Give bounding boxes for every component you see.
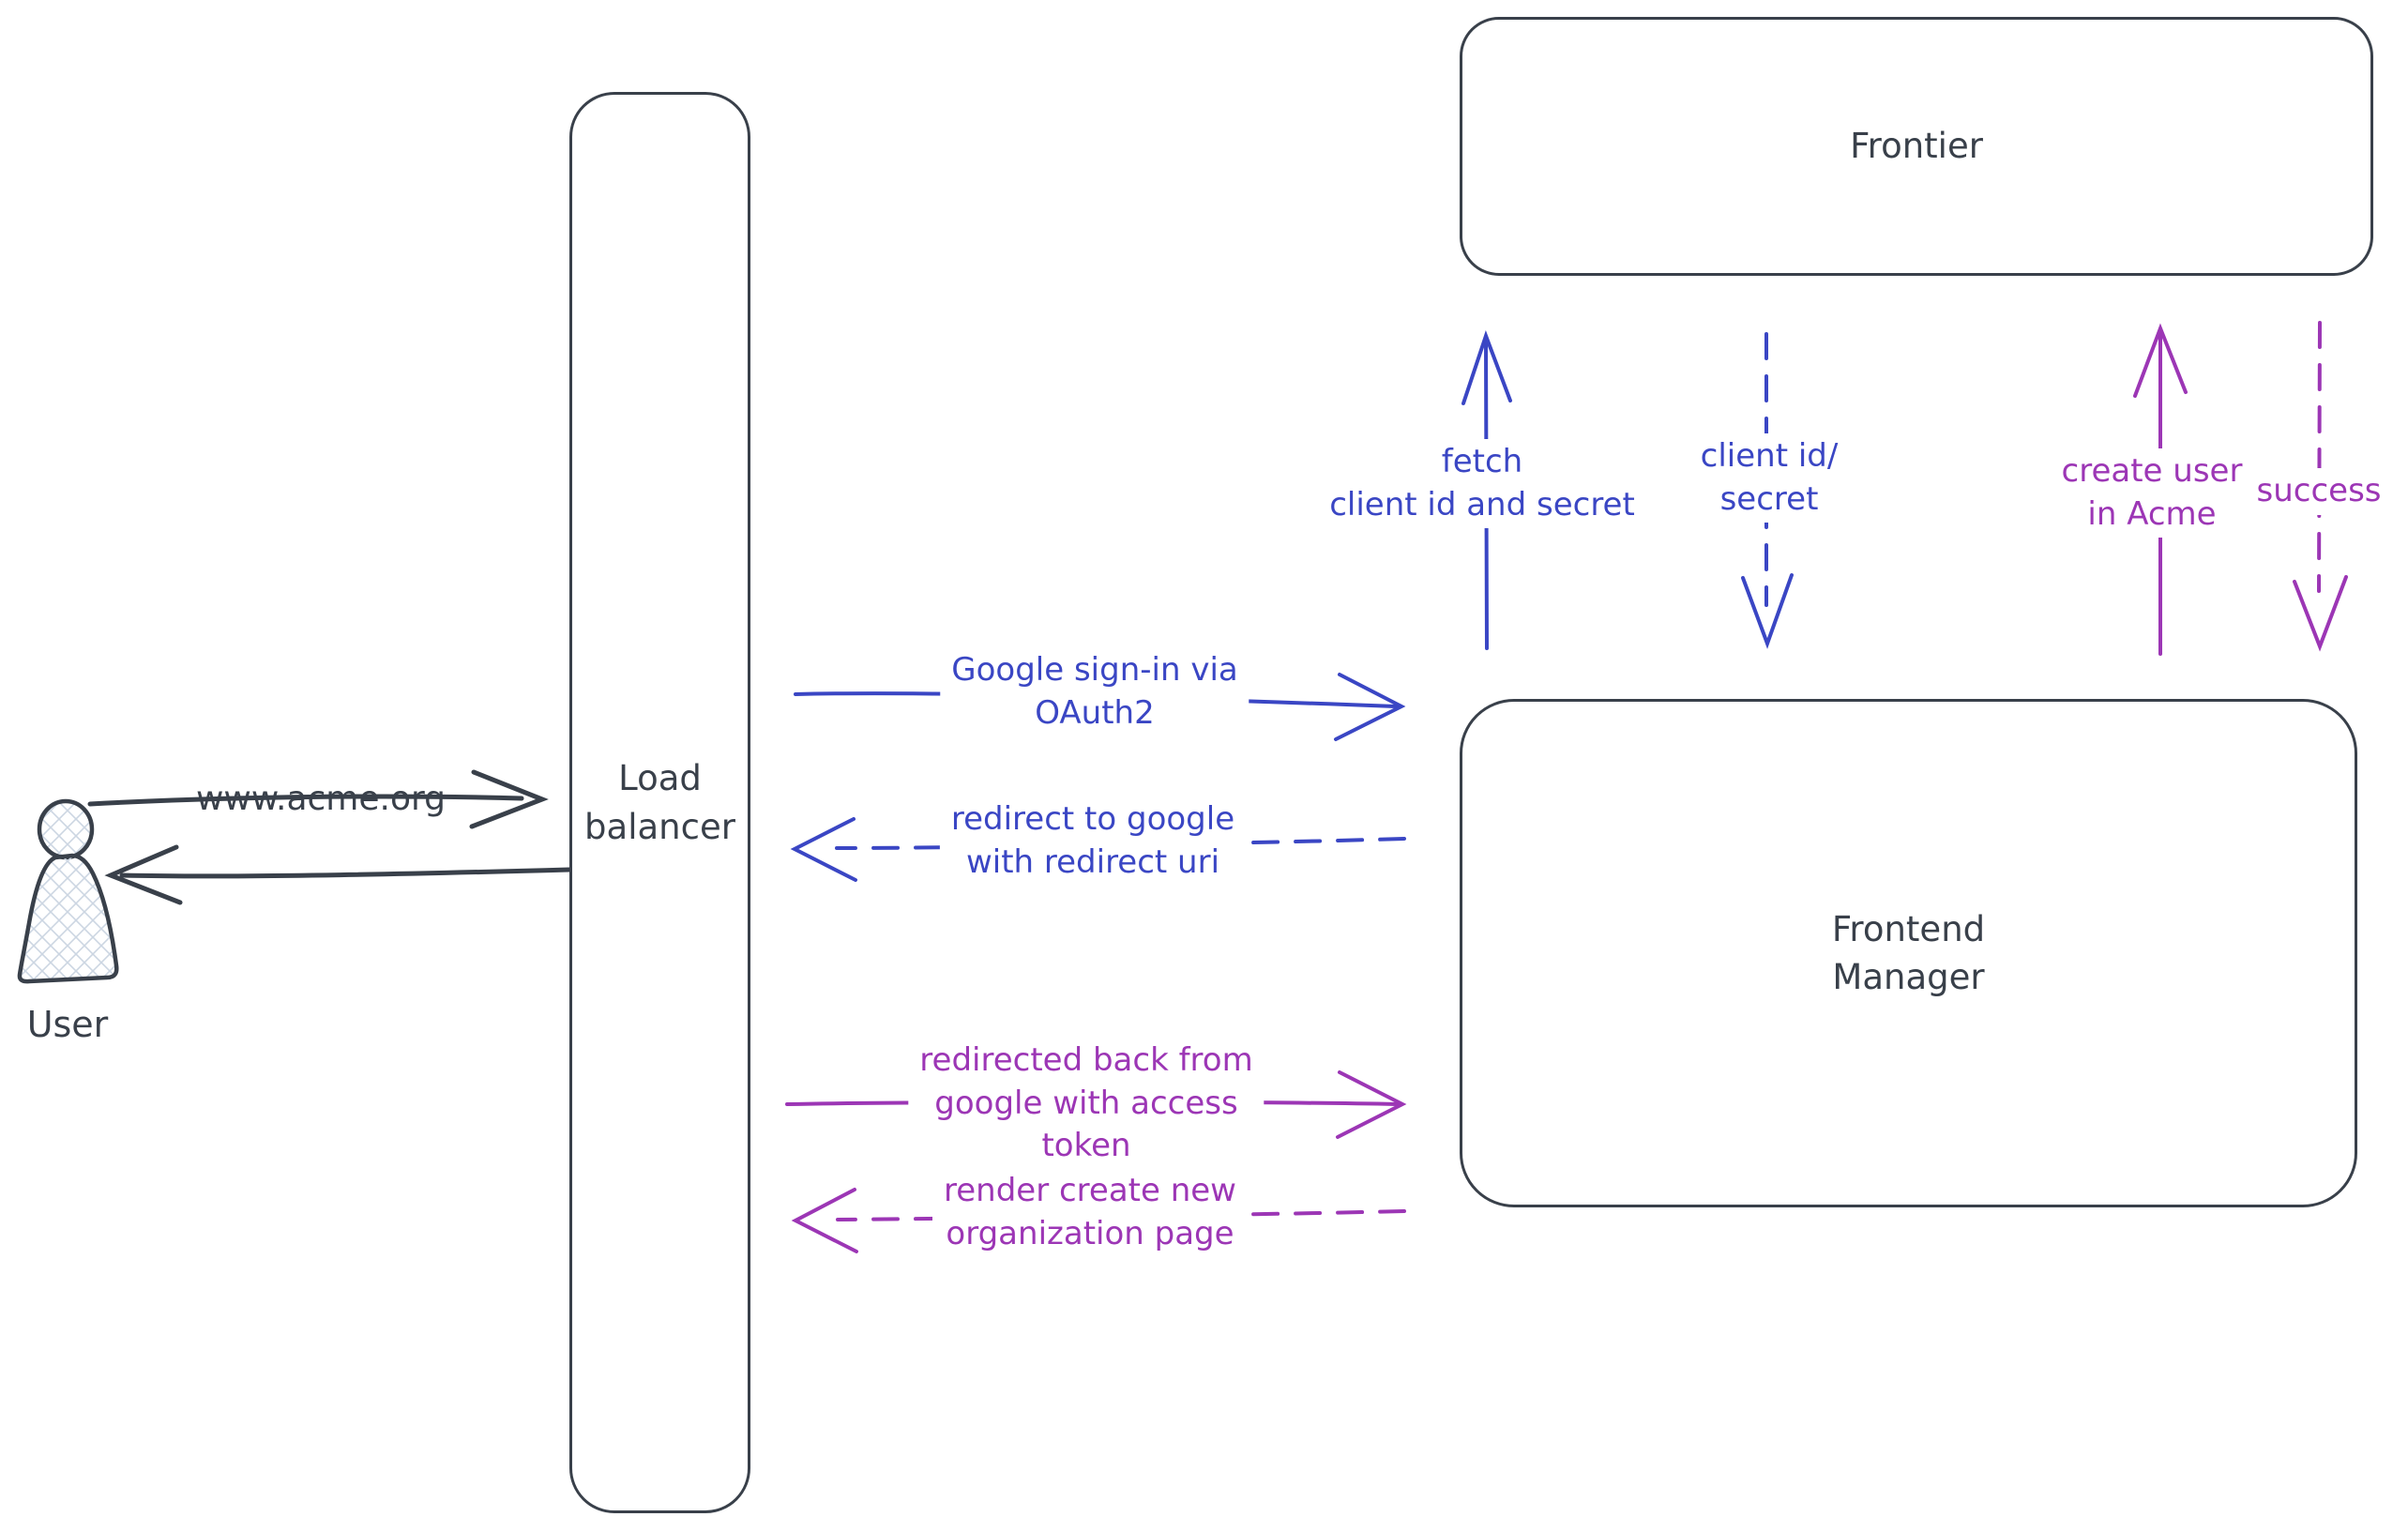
edge-label-client-id-secret: client id/ secret [1689,433,1850,523]
user-body [17,853,119,984]
arrow-www-request [87,769,549,829]
arrow-www-response [104,844,572,905]
load-balancer-label-line1: Load [618,758,702,799]
edge-label-redirected-back: redirected back from google with access … [908,1038,1265,1170]
node-frontend-manager: Frontend Manager [1460,699,2357,1207]
edge-label-www-request: www.acme.org [195,780,447,818]
frontier-label: Frontier [1850,126,1983,167]
load-balancer-label-line2: balancer [584,806,735,847]
node-load-balancer: Load balancer [569,92,750,1513]
user-label: User [26,1004,109,1045]
frontend-manager-label-line1: Frontend [1831,908,1986,949]
arrow-success [2293,321,2348,652]
edge-label-fetch-secret: fetch client id and secret [1318,439,1646,529]
edge-label-render-org: render create new organization page [932,1168,1248,1258]
frontend-manager-label-line2: Manager [1832,957,1985,997]
user-figure [17,798,119,984]
node-frontier: Frontier [1460,17,2373,276]
edge-label-success: success [2245,468,2393,515]
user-head [37,798,95,860]
edge-label-create-user: create user in Acme [2050,448,2254,538]
edge-label-google-signin: Google sign-in via OAuth2 [940,647,1249,737]
edge-label-redirect-google: redirect to google with redirect uri [939,796,1247,887]
